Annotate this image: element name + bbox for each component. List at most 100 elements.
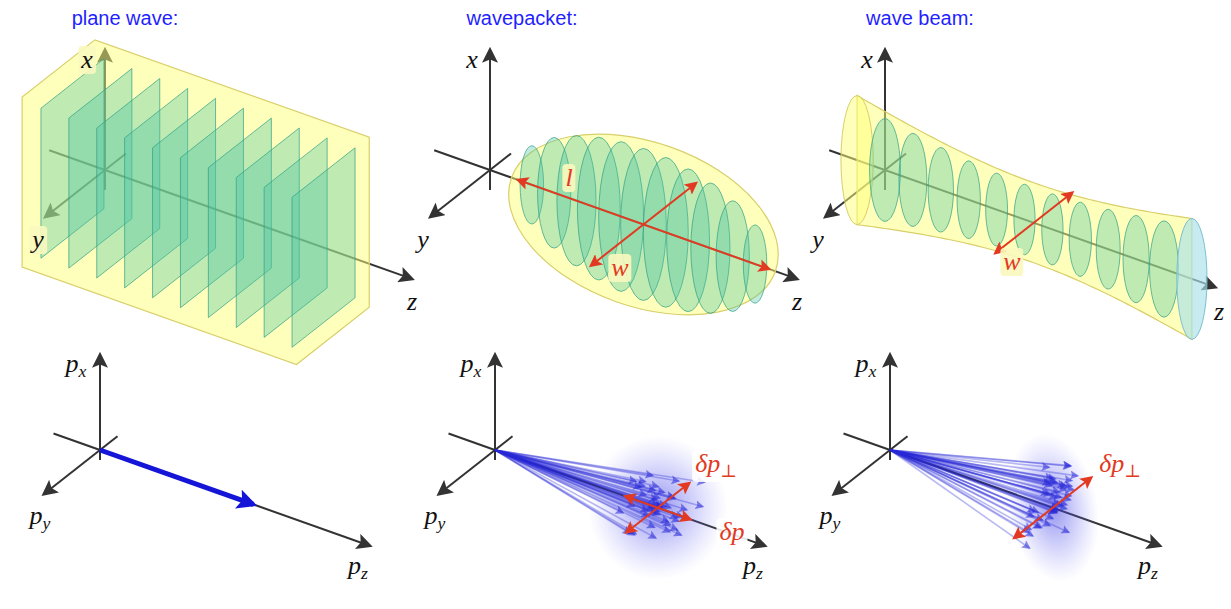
- coordinate-axis: [494, 355, 496, 460]
- wavefront-slice: [1069, 202, 1091, 276]
- axis-label: x: [78, 46, 96, 74]
- momentum-vector: [100, 450, 253, 504]
- momentum-ray: [890, 450, 1072, 486]
- plane-wave-panel: [22, 40, 412, 365]
- label-subscript: x: [79, 361, 87, 381]
- momentum-axis-label: px: [458, 350, 485, 382]
- momentum-axis-label: px: [853, 350, 880, 382]
- axis-label: y: [414, 226, 432, 254]
- axis-label: z: [789, 288, 805, 316]
- wavefront-slice: [957, 161, 980, 239]
- panel-heading: wave beam:: [863, 7, 977, 29]
- spread-label: δp: [716, 518, 747, 546]
- momentum-ray: [890, 450, 1061, 497]
- label-subscript: x: [869, 361, 877, 381]
- wavefront-slice: [899, 133, 927, 226]
- momentum-axis-label: pz: [345, 552, 371, 584]
- spread-label: δp⊥: [692, 450, 740, 482]
- coordinate-axis: [889, 355, 891, 460]
- momentum-ray: [495, 450, 644, 486]
- coordinate-axis: [99, 355, 101, 460]
- panel-heading: plane wave:: [69, 7, 182, 29]
- wave-beam-panel: [826, 50, 1216, 339]
- beam-envelope: [857, 96, 1192, 340]
- coordinate-axis: [439, 436, 513, 494]
- wavefront-slice: [1096, 209, 1120, 289]
- momentum-ray: [495, 450, 663, 507]
- momentum-ray: [890, 450, 1057, 511]
- label-subscript: z: [756, 563, 763, 583]
- momentum-ray: [495, 450, 665, 506]
- dimension-label: w: [1000, 248, 1023, 276]
- momentum-ray: [890, 450, 1055, 482]
- dimension-arrow: [625, 496, 690, 519]
- label-subscript: ⊥: [1124, 461, 1141, 481]
- axis-label: z: [1211, 298, 1227, 326]
- label-main: p: [1138, 551, 1151, 580]
- momentum-ray: [890, 450, 1040, 528]
- momentum-ray: [495, 450, 659, 498]
- label-main: p: [348, 551, 361, 580]
- label-subscript: y: [438, 513, 446, 533]
- dimension-label: w: [608, 254, 631, 282]
- momentum-ray: [495, 450, 634, 535]
- label-main: p: [743, 551, 756, 580]
- axis-label: x: [463, 46, 481, 74]
- momentum-ray: [495, 450, 670, 525]
- momentum-ray: [495, 450, 668, 522]
- axis-label: z: [404, 288, 420, 316]
- panel-heading: wavepacket:: [463, 7, 580, 29]
- momentum-axis-label: py: [27, 502, 54, 534]
- wavefront-slice: [1042, 194, 1063, 265]
- spread-label: δp⊥: [1096, 450, 1144, 482]
- wavefront-slice: [1123, 215, 1149, 302]
- axis-label: y: [809, 226, 827, 254]
- momentum-ray: [890, 450, 1058, 509]
- momentum-ray: [495, 450, 654, 510]
- label-main: p: [856, 349, 869, 378]
- momentum-ray: [495, 450, 660, 514]
- momentum-ray: [890, 450, 1042, 520]
- momentum-ray: [495, 450, 659, 512]
- momentum-axis-label: pz: [1135, 552, 1161, 584]
- wavepacket-envelope: [484, 100, 803, 348]
- coordinate-axis: [54, 434, 370, 546]
- coordinate-axis: [44, 436, 118, 494]
- momentum-ray: [495, 450, 670, 508]
- wavefront-slice: [928, 147, 953, 232]
- wavepacket-panel: [431, 50, 803, 348]
- momentum-cloud: [588, 436, 728, 580]
- dimension-label: l: [562, 164, 575, 192]
- beam-end-cap: [841, 96, 873, 225]
- label-subscript: y: [833, 513, 841, 533]
- axis-label: x: [858, 46, 876, 74]
- momentum-ray: [890, 450, 1058, 483]
- dimension-arrow: [591, 183, 696, 266]
- momentum-ray: [495, 450, 656, 538]
- dimension-arrow: [1014, 478, 1091, 539]
- momentum-axis-label: py: [422, 502, 449, 534]
- beam-end-cap: [1177, 218, 1207, 339]
- wavefront-slice: [1014, 184, 1035, 255]
- label-main: δp: [1099, 449, 1124, 478]
- momentum-ray: [495, 450, 678, 521]
- momentum-ray: [495, 450, 677, 530]
- label-main: δp: [695, 449, 720, 478]
- dimension-arrow: [995, 193, 1072, 254]
- momentum-axis-label: pz: [740, 552, 766, 584]
- wavefront-slice: [1150, 221, 1179, 317]
- momentum-ray: [495, 450, 677, 517]
- label-subscript: x: [474, 361, 482, 381]
- label-main: p: [461, 349, 474, 378]
- label-main: p: [66, 349, 79, 378]
- wavefront-plane: [292, 148, 355, 347]
- momentum-space: [44, 355, 1160, 589]
- label-subscript: ⊥: [720, 461, 737, 481]
- wavefront-slice: [986, 173, 1008, 246]
- momentum-ray: [495, 450, 649, 516]
- momentum-axis-label: py: [817, 502, 844, 534]
- dimension-arrow: [518, 180, 769, 269]
- momentum-ray: [495, 450, 658, 504]
- label-subscript: y: [43, 513, 51, 533]
